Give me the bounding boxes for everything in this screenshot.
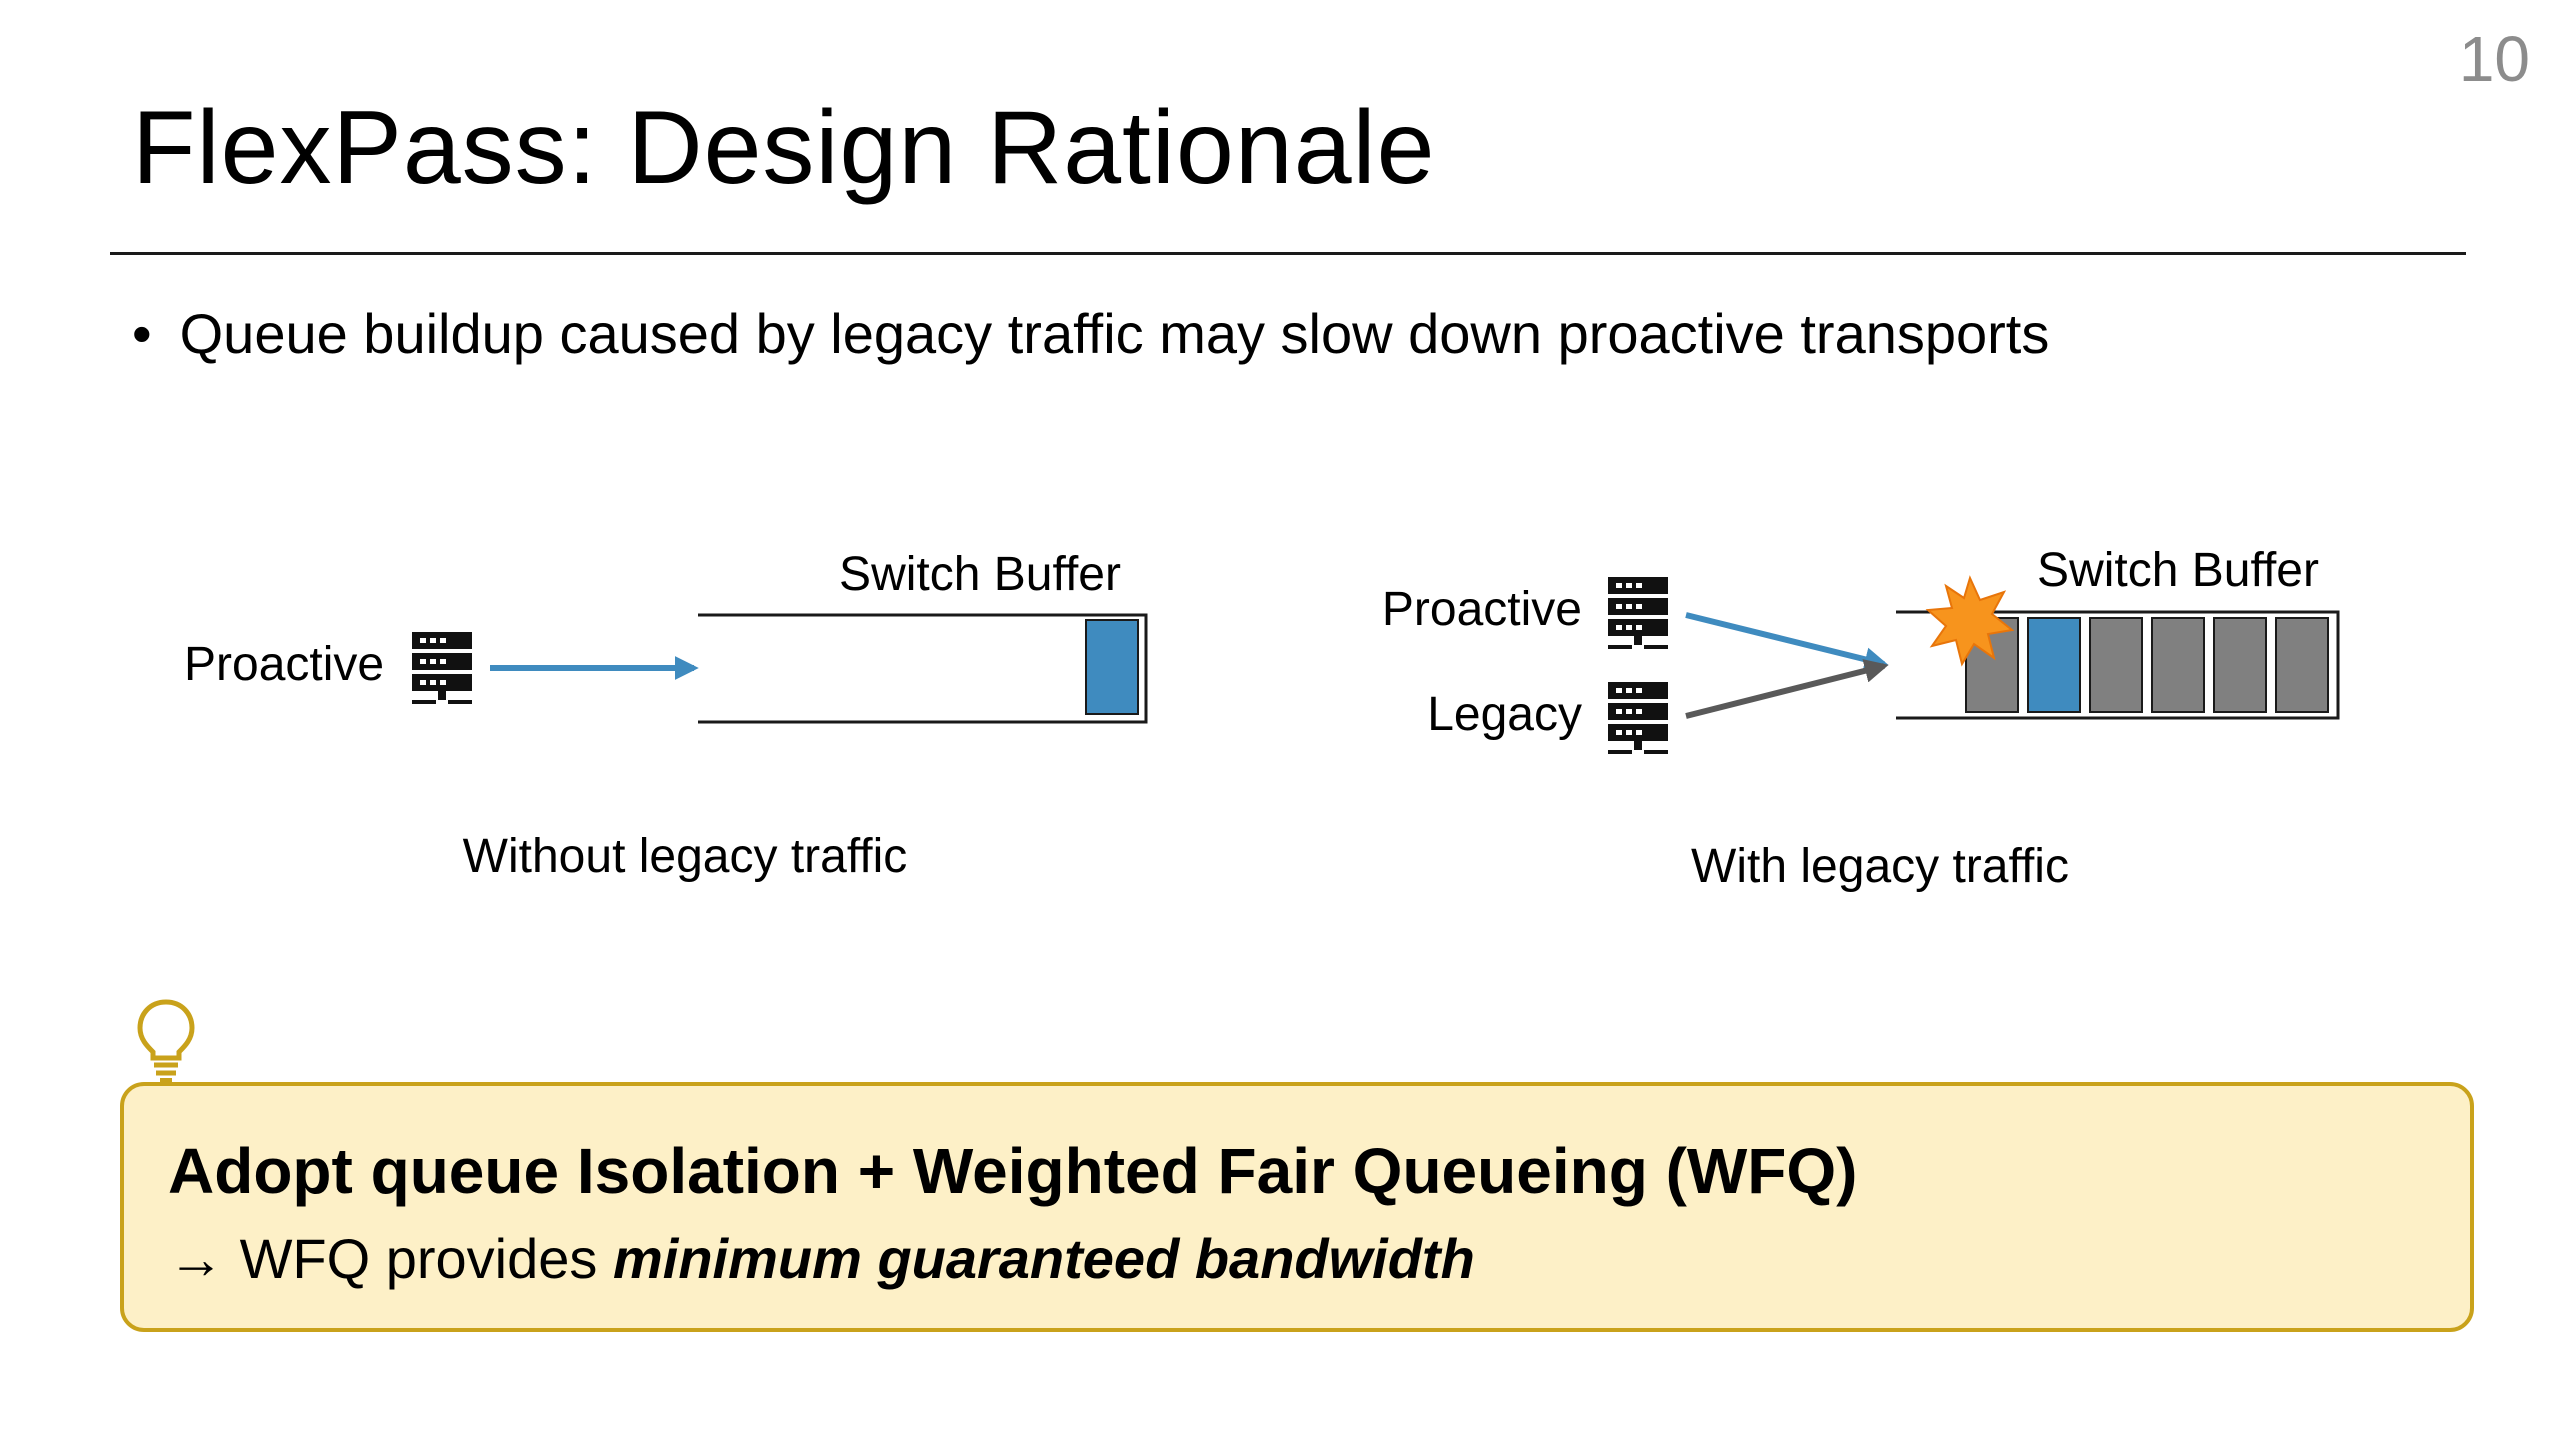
legacy-packet	[2151, 617, 2205, 713]
server-icon	[1608, 577, 1668, 649]
bullet-point: • Queue buildup caused by legacy traffic …	[132, 300, 2049, 367]
right-switch-buffer	[1896, 610, 2340, 720]
left-switch-buffer-label: Switch Buffer	[839, 548, 1121, 601]
right-proactive-label: Proactive	[1382, 583, 1582, 636]
callout-sub-emphasis: minimum guaranteed bandwidth	[612, 1227, 1475, 1290]
right-switch-buffer-label: Switch Buffer	[2037, 544, 2319, 597]
callout-headline: Adopt queue Isolation + Weighted Fair Qu…	[168, 1135, 1858, 1207]
arrow-right-icon: →	[168, 1227, 224, 1290]
title-divider	[110, 252, 2466, 255]
right-caption: With legacy traffic	[1691, 840, 2069, 893]
legacy-packet	[2089, 617, 2143, 713]
legacy-packet	[2275, 617, 2329, 713]
bullet-dot: •	[132, 302, 152, 365]
legacy-packet	[2213, 617, 2267, 713]
server-icon	[1608, 682, 1668, 754]
proactive-packet	[1085, 619, 1139, 715]
right-legacy-label: Legacy	[1427, 688, 1582, 741]
key-insight-callout: Adopt queue Isolation + Weighted Fair Qu…	[120, 1082, 2474, 1332]
slide-title: FlexPass: Design Rationale	[132, 90, 1436, 206]
legacy-flow-arrow	[1685, 659, 1889, 719]
explosion-icon	[1925, 575, 2015, 667]
left-caption: Without legacy traffic	[463, 830, 908, 883]
left-proactive-label: Proactive	[184, 638, 384, 691]
callout-subtext: → WFQ provides minimum guaranteed bandwi…	[168, 1226, 1475, 1291]
right-diagram: Proactive Legacy Switch Buffer With lega…	[1382, 544, 2340, 893]
left-diagram: Proactive Switch Buffer Without legacy t…	[184, 548, 1148, 883]
left-switch-buffer	[698, 613, 1148, 724]
lightbulb-icon	[137, 999, 195, 1082]
proactive-packet	[2027, 617, 2081, 713]
bullet-text: Queue buildup caused by legacy traffic m…	[179, 302, 2050, 365]
callout-sub-prefix: WFQ provides	[239, 1227, 613, 1290]
server-icon	[412, 632, 472, 704]
page-number: 10	[2458, 23, 2530, 95]
proactive-flow-arrow	[1685, 612, 1889, 672]
